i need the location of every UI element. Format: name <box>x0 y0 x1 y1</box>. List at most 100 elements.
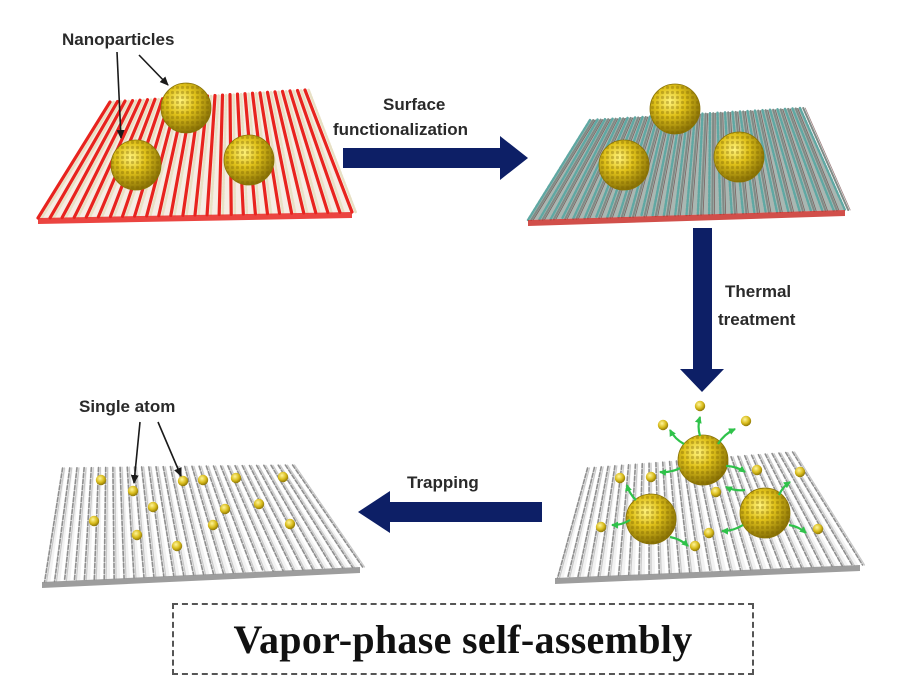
emitted-atom <box>645 471 657 483</box>
substrate-stripe <box>753 109 779 214</box>
substrate-stripe <box>279 464 346 569</box>
substrate-stripe <box>307 88 357 214</box>
substrate-stripe <box>72 99 135 219</box>
substrate-stripe <box>682 459 701 573</box>
substrate-stripe <box>219 465 265 573</box>
substrate-stripe <box>707 111 712 216</box>
substrate-stripe <box>761 452 821 569</box>
substrate-stripe <box>236 465 286 572</box>
substrate-stripe <box>572 117 622 220</box>
trapping-arrow <box>358 491 542 533</box>
substrate-stripe <box>767 109 794 213</box>
substrate-stripe <box>274 463 342 570</box>
substrate-stripe <box>764 453 823 568</box>
substrate-stripe <box>791 107 835 212</box>
substrate-stripe <box>209 464 253 574</box>
substrate-stripe <box>577 466 603 578</box>
substrate-stripe <box>130 465 143 579</box>
substrate-stripe <box>114 466 117 580</box>
substrate-stripe <box>241 464 294 572</box>
substrate-stripe <box>140 466 155 578</box>
atom-emission-layer <box>88 400 824 552</box>
substrate-stripe <box>688 113 700 216</box>
substrate-stripe <box>556 467 589 579</box>
substrate-stripe <box>169 465 195 576</box>
migration-arrow <box>721 524 744 535</box>
substrate-stripe <box>670 461 683 574</box>
trapping-label: Trapping <box>407 473 479 492</box>
surface-functionalization-arrow <box>343 136 528 180</box>
thermal-label: Thermal <box>725 282 791 301</box>
single-atom <box>88 515 100 527</box>
substrate-stripe <box>191 465 225 575</box>
substrate-stripe <box>273 90 306 215</box>
emitted-atom <box>595 521 607 533</box>
substrate-stripe <box>103 466 107 580</box>
nanoparticle-texture <box>740 488 790 538</box>
substrate-edge <box>42 567 360 588</box>
substrate-stripe <box>164 466 187 577</box>
substrate-stripe <box>779 108 816 213</box>
substrate-stripe <box>277 90 309 215</box>
substrate-stripe <box>569 466 597 579</box>
substrate-stripe <box>75 467 87 582</box>
gold-nanoparticle <box>110 139 162 191</box>
nanoparticle-texture <box>111 140 161 190</box>
substrate-stripe <box>266 463 332 570</box>
substrate-stripe <box>798 106 847 212</box>
substrate-stripe <box>774 109 806 212</box>
substrate-stripe <box>609 464 625 577</box>
substrate-stripe <box>45 467 66 583</box>
surface-label: Surface <box>383 95 445 114</box>
substrate-stripe <box>155 465 175 577</box>
substrate-stripe <box>584 464 607 579</box>
substrate-stripe <box>530 119 595 221</box>
substrate-stripe <box>272 464 336 570</box>
substrate-stripe <box>804 107 851 211</box>
substrate-stripe <box>789 108 828 212</box>
substrate-stripe <box>597 465 616 578</box>
nanoparticle-outline <box>649 83 701 135</box>
substrate-stripe <box>587 465 609 578</box>
substrate-stripe <box>234 464 284 572</box>
substrate-stripe <box>295 88 342 214</box>
substrate-stripe <box>677 113 692 217</box>
substrate-stripe <box>766 453 825 568</box>
substrate-stripe <box>764 109 793 213</box>
nanoparticle-outline <box>598 139 650 191</box>
single-atom-pointer-arrow <box>130 421 141 484</box>
emitted-atom <box>710 486 722 498</box>
substrate-stripe <box>70 466 84 583</box>
substrate-stripe <box>231 464 282 573</box>
title-box: Vapor-phase self-assembly <box>172 603 754 675</box>
substrate-stripe <box>112 466 115 580</box>
substrate-stripe <box>243 465 296 571</box>
diagram-title: Vapor-phase self-assembly <box>233 616 693 662</box>
substrate-stripe <box>265 464 326 570</box>
substrate-stripe <box>119 466 125 580</box>
substrate-stripe <box>780 452 845 567</box>
substrate-stripe <box>696 112 704 216</box>
substrate-stripe <box>123 465 133 580</box>
substrate-stripe <box>774 451 842 568</box>
migration-arrow <box>669 429 685 445</box>
nanoparticles-label: Nanoparticles <box>62 30 174 49</box>
substrate-stripe <box>617 463 630 577</box>
nanoparticle-texture <box>224 135 274 185</box>
treatment-label: treatment <box>718 310 796 329</box>
migration-arrow <box>788 523 807 534</box>
substrate-stripe <box>202 464 243 575</box>
emitted-atom <box>794 466 806 478</box>
substrate-stripe <box>126 466 135 579</box>
substrate-stripe <box>284 90 321 214</box>
substrate-stripe <box>43 467 64 583</box>
nanoparticle-pointer-arrow <box>138 54 169 86</box>
substrate-stripe <box>778 452 844 567</box>
substrate-stripe <box>604 463 621 578</box>
substrate-stripe <box>675 460 691 574</box>
substrate-stripe <box>209 94 220 217</box>
substrate-stripe <box>55 467 73 583</box>
emitted-atom <box>812 523 824 535</box>
substrate-stripe <box>200 465 236 574</box>
